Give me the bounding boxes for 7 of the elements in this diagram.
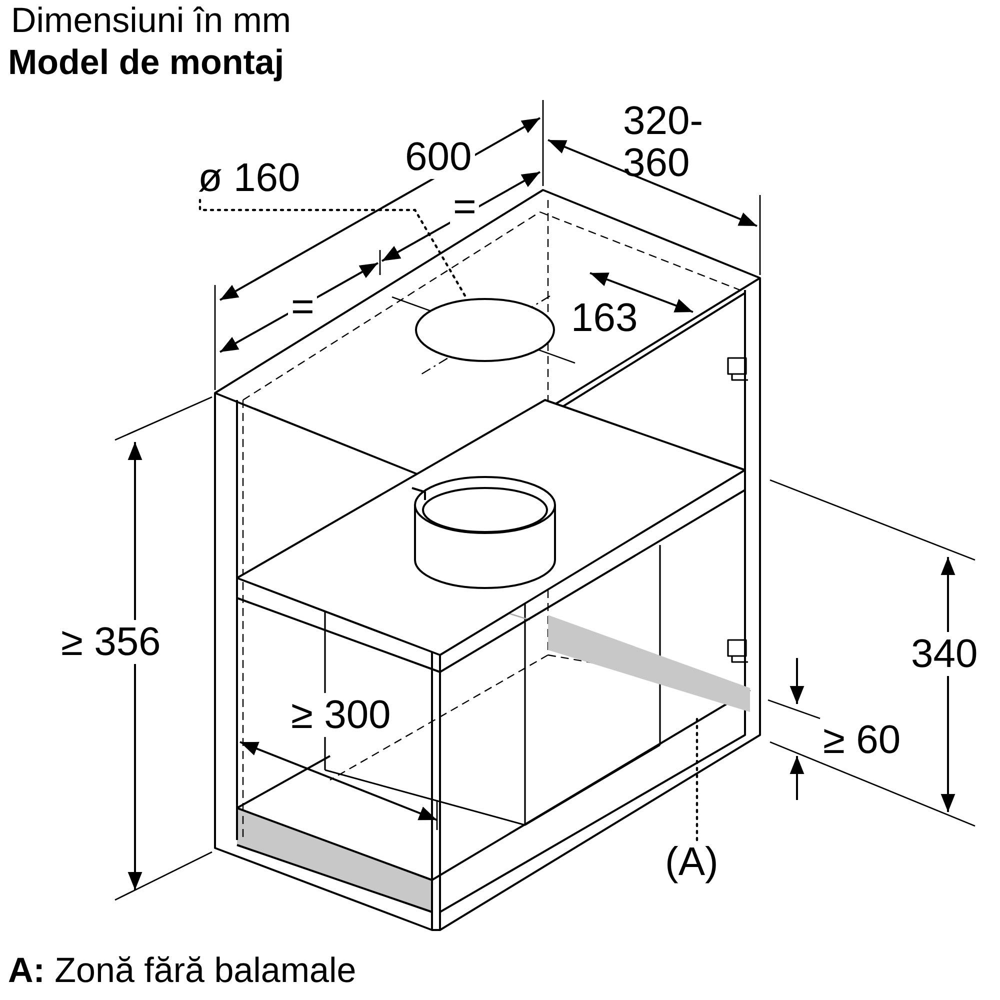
caption: A: Zonă fără balamale (8, 952, 356, 990)
diagram-title: Model de montaj (8, 44, 284, 82)
dimension-label: 320- 360 (622, 100, 704, 184)
duct-opening (415, 298, 555, 362)
callout-label: (A) (665, 840, 718, 884)
dimension-label: ø 160 (198, 156, 300, 200)
shaded-zone (548, 612, 750, 714)
